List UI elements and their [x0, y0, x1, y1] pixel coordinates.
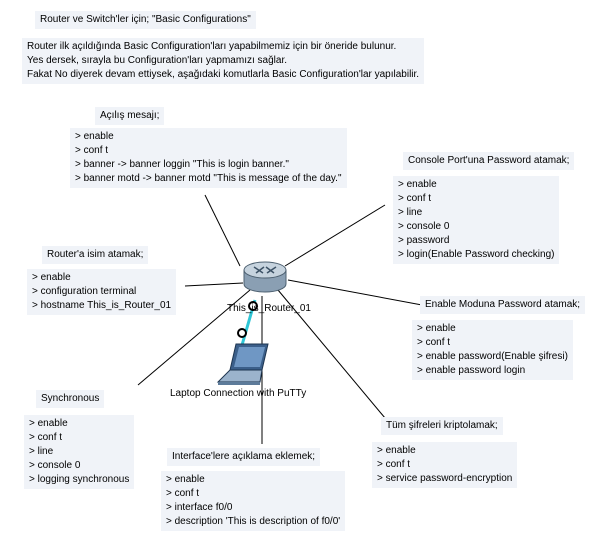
synchronous-title: Synchronous [36, 390, 105, 408]
note-line: > conf t [377, 459, 411, 470]
note-line: > logging synchronous [29, 474, 130, 485]
note-line: > password [398, 235, 450, 246]
interface-desc-note: > enable > conf t > interface f0/0 > des… [161, 471, 346, 531]
note-line: > enable [75, 131, 114, 142]
note-line: > line [29, 446, 54, 457]
note-line: > conf t [29, 432, 63, 443]
note-line: > banner -> banner loggin "This is login… [75, 159, 289, 170]
note-line: > service password-encryption [377, 473, 513, 484]
hostname-note: > enable > configuration terminal > host… [27, 269, 177, 315]
connector-encryption [277, 289, 386, 419]
connector-enable-password [287, 279, 423, 306]
laptop-label: Laptop Connection with PuTTy [170, 388, 307, 399]
synchronous-note: > enable > conf t > line > console 0 > l… [24, 415, 135, 489]
laptop-icon[interactable] [216, 343, 269, 385]
note-line: > enable [29, 418, 68, 429]
note-line: > enable [398, 179, 437, 190]
interface-desc-title: Interface'lere açıklama eklemek; [167, 448, 321, 466]
hostname-title: Router'a isim atamak; [42, 246, 149, 264]
note-line: > console 0 [29, 460, 81, 471]
note-line: > enable [166, 474, 205, 485]
note-line: > enable password login [417, 365, 526, 376]
page-title: Router ve Switch'ler için; "Basic Config… [35, 11, 256, 29]
encryption-title: Tüm şifreleri kriptolamak; [381, 417, 503, 435]
note-line: > conf t [398, 193, 432, 204]
enable-password-title: Enable Moduna Password atamak; [420, 296, 586, 314]
note-line: > hostname This_is_Router_01 [32, 300, 172, 311]
console-password-note: > enable > conf t > line > console 0 > p… [393, 176, 560, 264]
intro-line: Router ilk açıldığında Basic Configurati… [27, 41, 397, 52]
note-line: > conf t [75, 145, 109, 156]
note-line: > conf t [166, 488, 200, 499]
cable-end-router [248, 301, 258, 311]
note-line: > enable password(Enable şifresi) [417, 351, 568, 362]
connector-banner [204, 194, 241, 267]
note-line: > interface f0/0 [166, 502, 233, 513]
note-line: > description 'This is description of f0… [166, 516, 341, 527]
cable-end-laptop [237, 328, 247, 338]
note-line: > login(Enable Password checking) [398, 249, 555, 260]
note-line: > banner motd -> banner motd "This is me… [75, 173, 342, 184]
note-line: > console 0 [398, 221, 450, 232]
connector-synchronous [137, 289, 251, 386]
note-line: > enable [377, 445, 416, 456]
console-password-title: Console Port'una Password atamak; [403, 152, 575, 170]
connector-console-password [284, 204, 386, 267]
connector-hostname [184, 282, 244, 287]
note-line: > enable [417, 323, 456, 334]
banner-title: Açılış mesajı; [95, 107, 165, 125]
enable-password-note: > enable > conf t > enable password(Enab… [412, 320, 573, 380]
note-line: > enable [32, 272, 71, 283]
encryption-note: > enable > conf t > service password-enc… [372, 442, 518, 488]
note-line: > line [398, 207, 423, 218]
router-label: This_is_Router_01 [227, 303, 311, 314]
note-line: > configuration terminal [32, 286, 137, 297]
intro-line: Yes dersek, sırayla bu Configuration'lar… [27, 55, 287, 66]
note-line: > conf t [417, 337, 451, 348]
intro-text: Router ilk açıldığında Basic Configurati… [22, 38, 425, 84]
intro-line: Fakat No diyerek devam ettiysek, aşağıda… [27, 69, 420, 80]
banner-note: > enable > conf t > banner -> banner log… [70, 128, 347, 188]
router-icon[interactable] [243, 261, 287, 293]
